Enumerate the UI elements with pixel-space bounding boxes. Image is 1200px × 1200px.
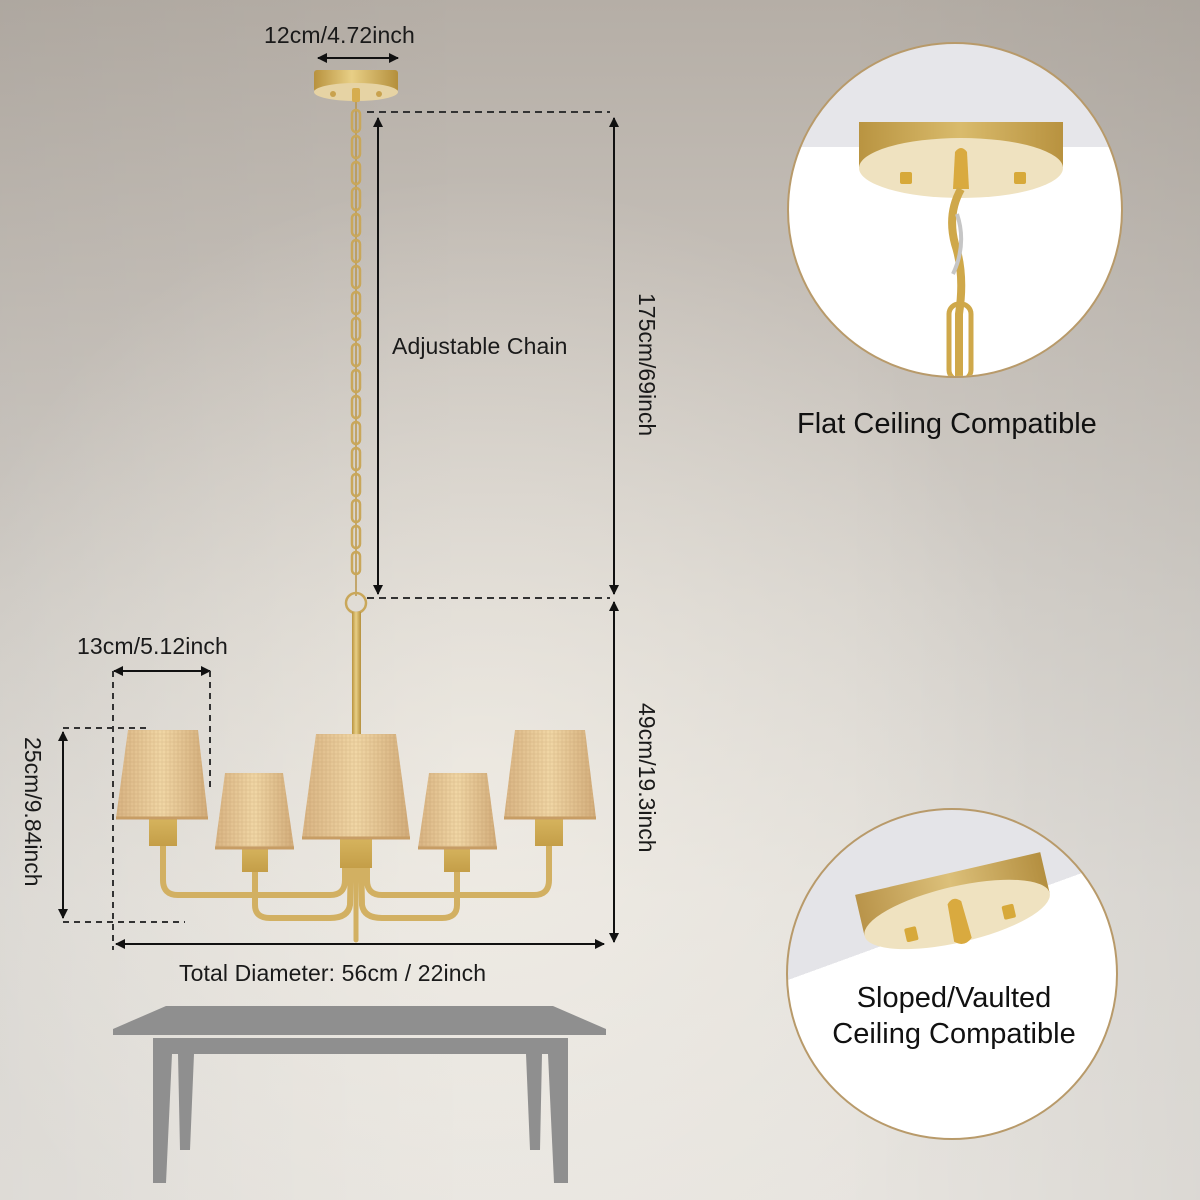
lamp-shade-4 [418,773,497,872]
lamp-shade-1 [116,730,208,846]
dimension-lines [58,53,619,950]
sloped-ceiling-label-line2: Ceiling Compatible [832,1018,1076,1050]
chain-length-label: 175cm/69inch [634,293,660,437]
shade-height-label: 25cm/9.84inch [20,737,46,887]
sloped-ceiling-callout: Sloped/Vaulted Ceiling Compatible [786,808,1118,1140]
canopy-width-label: 12cm/4.72inch [264,22,415,48]
flat-ceiling-callout [787,42,1123,378]
lamp-shade-2 [215,773,294,872]
lamp-shade-center [302,734,410,868]
flat-ceiling-label: Flat Ceiling Compatible [797,408,1097,440]
adjustable-chain [344,102,368,615]
ceiling-canopy [314,70,398,102]
total-diameter-label: Total Diameter: 56cm / 22inch [179,960,487,986]
sloped-ceiling-label-line1: Sloped/Vaulted [856,982,1052,1014]
flat-ceiling-canopy-detail [859,122,1063,376]
sloped-ceiling-canopy-detail [855,852,1050,950]
dining-table [113,1006,606,1183]
shade-width-label: 13cm/5.12inch [77,633,228,659]
lamp-shade-5 [504,730,596,846]
fixture-height-label: 49cm/19.3inch [634,703,660,853]
adjustable-chain-label: Adjustable Chain [392,333,568,359]
center-rod [352,612,361,842]
chandelier-arms [160,839,552,943]
